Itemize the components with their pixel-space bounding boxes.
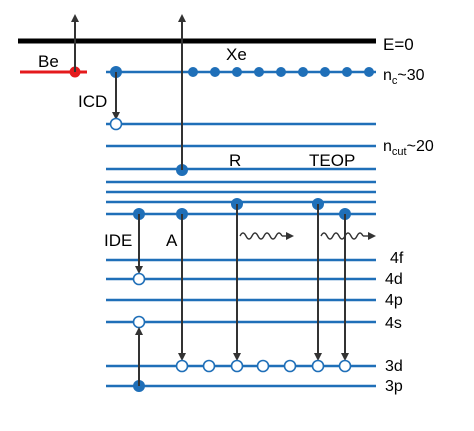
xe-electron [298,67,308,77]
a-label: A [166,231,178,250]
hole-3d [202,359,216,373]
r-photon-wave [239,232,283,240]
hole-3d [230,359,244,373]
ncut-label: ncut~20 [383,138,434,158]
nc-label: nc~30 [383,67,425,87]
hole-3d [311,359,325,373]
level-label-4d: 4d [385,271,403,288]
xe-electron [320,67,330,77]
xe-electron [188,67,198,77]
xe-label: Xe [226,45,247,64]
be-label: Be [38,52,59,71]
xe-electron [276,67,286,77]
level-label-4p: 4p [385,292,403,309]
hole-3d [338,359,352,373]
excited-4s-hole [132,315,146,329]
ide-final-hole [132,272,146,286]
teop-photon-wave [320,232,364,240]
teop-label: TEOP [309,151,355,170]
xe-electron [254,67,264,77]
level-label-4f: 4f [390,250,404,267]
xe-electrons [188,67,374,77]
xe-electron [210,67,220,77]
hole-3d [256,359,270,373]
r-label: R [229,151,241,170]
xe-electron [364,67,374,77]
xe-electron [342,67,352,77]
xe-electron [232,67,242,77]
level-label-4s: 4s [385,315,402,332]
level-label-3d: 3d [385,358,403,375]
holes-3d [175,359,352,373]
hole-3d [283,359,297,373]
hole-3d [175,359,189,373]
icd-label: ICD [78,92,107,111]
rydberg-levels [106,70,376,388]
icd-final-hole [109,117,123,131]
ide-label: IDE [104,231,132,250]
level-label-3p: 3p [385,378,403,395]
threshold-label: E=0 [383,35,414,54]
